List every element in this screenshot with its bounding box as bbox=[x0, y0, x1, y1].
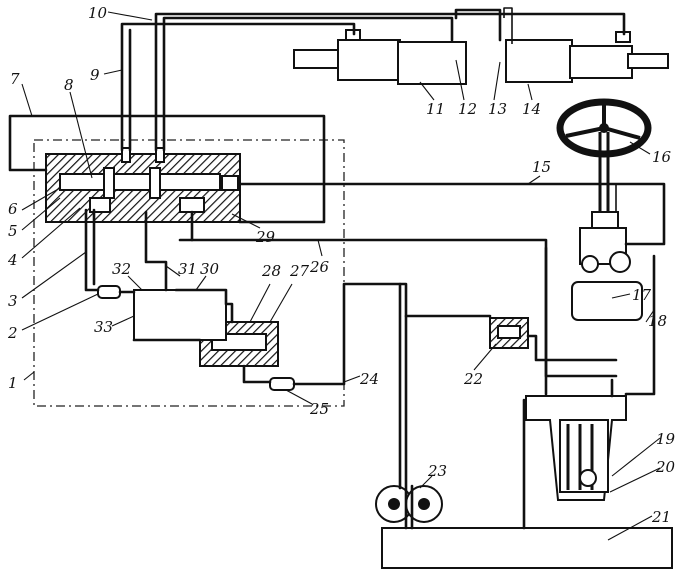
label-30: 30 bbox=[200, 260, 220, 278]
label-9: 9 bbox=[90, 66, 100, 84]
label-28: 28 bbox=[261, 262, 281, 280]
label-8: 8 bbox=[64, 76, 74, 94]
label-17: 17 bbox=[632, 286, 652, 304]
label-12: 12 bbox=[458, 100, 477, 118]
label-21: 21 bbox=[651, 508, 671, 526]
label-19: 19 bbox=[656, 430, 676, 448]
label-24: 24 bbox=[359, 370, 379, 388]
label-18: 18 bbox=[648, 312, 667, 330]
label-11: 11 bbox=[426, 100, 445, 118]
fitting-2 bbox=[97, 285, 121, 299]
label-2: 2 bbox=[7, 324, 18, 342]
steering-wheel bbox=[556, 98, 652, 214]
label-3: 3 bbox=[8, 292, 18, 310]
reservoir-21 bbox=[381, 527, 673, 569]
label-5: 5 bbox=[8, 222, 18, 240]
label-10: 10 bbox=[88, 4, 108, 22]
label-23: 23 bbox=[427, 462, 447, 480]
power-cylinder-11 bbox=[293, 29, 467, 85]
label-16: 16 bbox=[652, 148, 672, 166]
steering-unit-boundary bbox=[33, 139, 345, 407]
label-32: 32 bbox=[112, 260, 131, 278]
label-4: 4 bbox=[7, 251, 18, 269]
pipelines bbox=[8, 7, 666, 530]
filter-tank-19-20 bbox=[525, 395, 627, 501]
label-1: 1 bbox=[8, 374, 18, 392]
label-26: 26 bbox=[309, 258, 330, 276]
label-13: 13 bbox=[488, 100, 507, 118]
label-6: 6 bbox=[8, 200, 18, 218]
label-20: 20 bbox=[655, 458, 676, 476]
label-27: 27 bbox=[289, 262, 310, 280]
control-valve-block bbox=[45, 147, 241, 223]
label-29: 29 bbox=[255, 228, 276, 246]
valve-27-28 bbox=[199, 321, 279, 367]
label-33: 33 bbox=[94, 318, 113, 336]
label-14: 14 bbox=[522, 100, 541, 118]
pump-23 bbox=[375, 485, 443, 523]
label-31: 31 bbox=[178, 260, 197, 278]
accumulator-33 bbox=[133, 289, 227, 341]
label-15: 15 bbox=[532, 158, 551, 176]
callout-labels: 1 2 3 4 5 6 7 8 9 10 11 12 13 14 15 16 1… bbox=[7, 4, 676, 526]
fitting-25 bbox=[269, 377, 295, 391]
label-7: 7 bbox=[10, 70, 20, 88]
steering-gear-assembly bbox=[571, 211, 643, 321]
label-25: 25 bbox=[309, 400, 329, 418]
valve-22 bbox=[489, 317, 529, 349]
power-cylinder-14 bbox=[505, 31, 669, 83]
leader-lines bbox=[21, 11, 661, 541]
label-22: 22 bbox=[463, 370, 483, 388]
